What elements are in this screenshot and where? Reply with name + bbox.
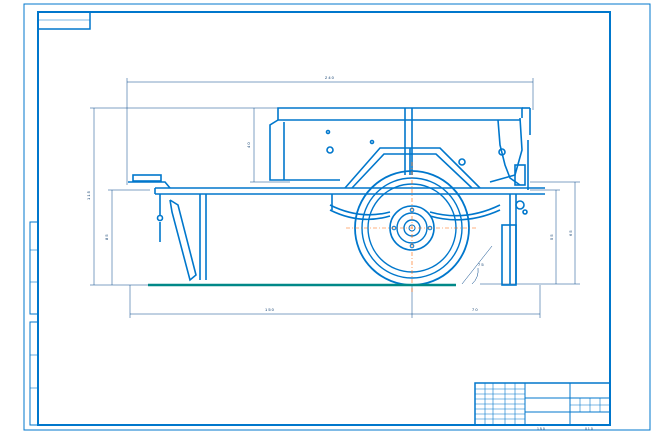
wheel-centerlines xyxy=(346,162,478,294)
trailer-drawing xyxy=(128,107,545,286)
title-block: 1 5 0 0 1 0 xyxy=(474,382,611,431)
stanchions xyxy=(199,194,517,286)
main-frame xyxy=(154,187,545,195)
front-support-leg xyxy=(169,199,197,282)
title-block-label-1: 1 5 0 xyxy=(537,427,545,431)
top-left-stamp xyxy=(37,11,91,30)
left-margin-strips xyxy=(29,221,39,426)
dim-frame-height: 8 5 xyxy=(104,234,109,240)
dim-total-height: 1 1 5 xyxy=(86,190,91,200)
dim-angle: 7 5 xyxy=(478,262,484,267)
drawbar-hitch xyxy=(128,174,171,242)
dim-hopper-height: 4 0 xyxy=(246,142,251,148)
dimension-lines xyxy=(90,78,580,318)
dim-frame-length: 1 5 0 xyxy=(265,307,275,312)
dim-wheel-height-b: 6 5 xyxy=(568,230,573,236)
rear-mechanism xyxy=(497,107,531,215)
sheet-inner-frame xyxy=(37,11,611,426)
hopper-body xyxy=(269,107,523,183)
suspension xyxy=(329,204,501,221)
dim-right-overhang: 7 0 xyxy=(472,307,478,312)
dim-wheel-height-a: 5 5 xyxy=(549,234,554,240)
sheet-outer-border xyxy=(23,3,651,431)
dim-overall-length: 2 4 0 xyxy=(325,75,335,80)
title-block-label-2: 0 1 0 xyxy=(585,427,593,431)
